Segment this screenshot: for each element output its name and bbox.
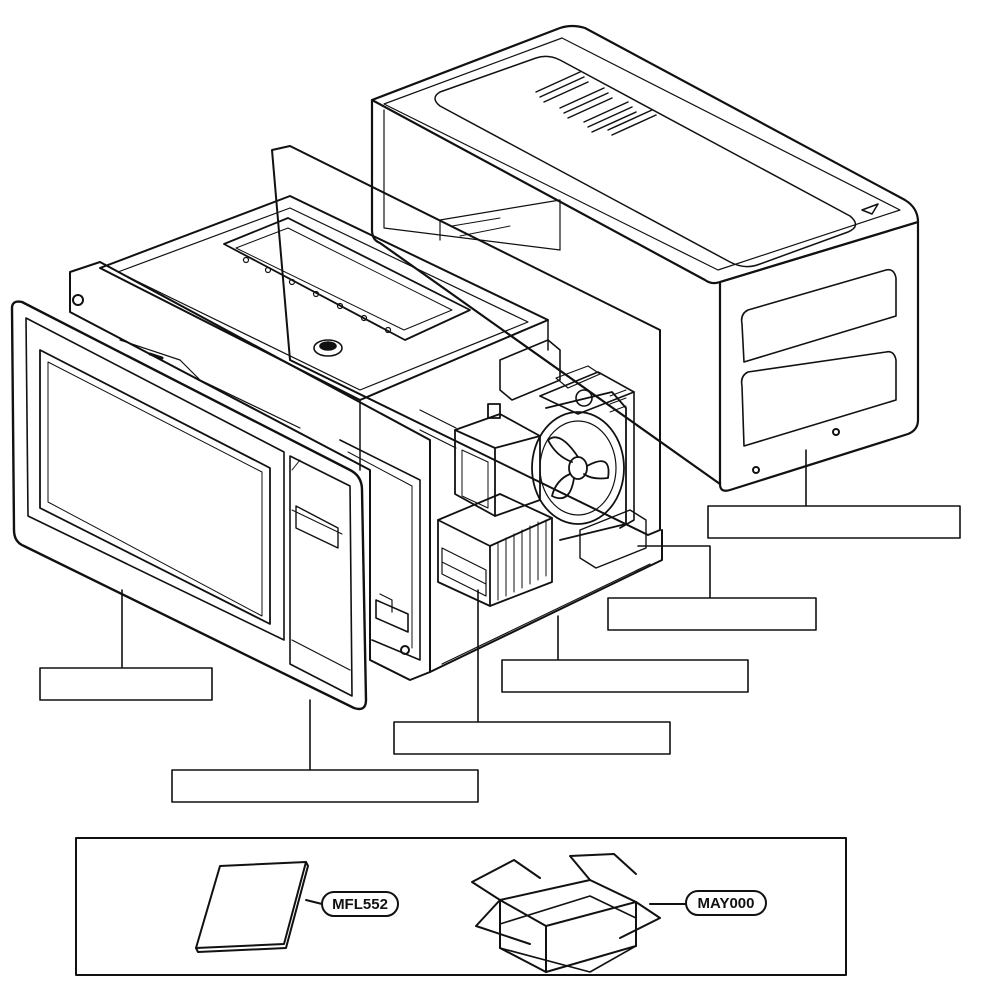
thermostat: [313, 339, 343, 357]
manual-part-number: MFL552: [332, 896, 388, 913]
control-board: [499, 339, 647, 569]
chassis: [69, 145, 663, 681]
packing-part-number: MAY000: [698, 895, 755, 912]
label-box-chassis: [501, 659, 749, 693]
label-box-outer-cabinet: [707, 505, 961, 539]
cover-screws: [242, 256, 392, 334]
packing-part-callout: MAY000: [685, 890, 767, 916]
label-box-transformer: [393, 721, 671, 755]
packing-box-icon: [471, 853, 687, 973]
transformer: [437, 493, 553, 607]
magnetron: [419, 403, 541, 517]
door-assembly: [10, 300, 368, 711]
leader-lines: [121, 449, 807, 771]
label-box-control-panel: [171, 769, 479, 803]
outer-cabinet: [370, 24, 920, 492]
cooling-fan: [531, 391, 627, 541]
manual-booklet-icon: [195, 861, 323, 953]
accessories-frame: MFL552 MAY000: [75, 837, 847, 976]
cabinet-vents: [535, 71, 657, 136]
part-label-boxes: [39, 505, 961, 803]
label-box-fan-assembly: [607, 597, 817, 631]
label-box-door: [39, 667, 213, 701]
manual-part-callout: MFL552: [321, 891, 399, 917]
